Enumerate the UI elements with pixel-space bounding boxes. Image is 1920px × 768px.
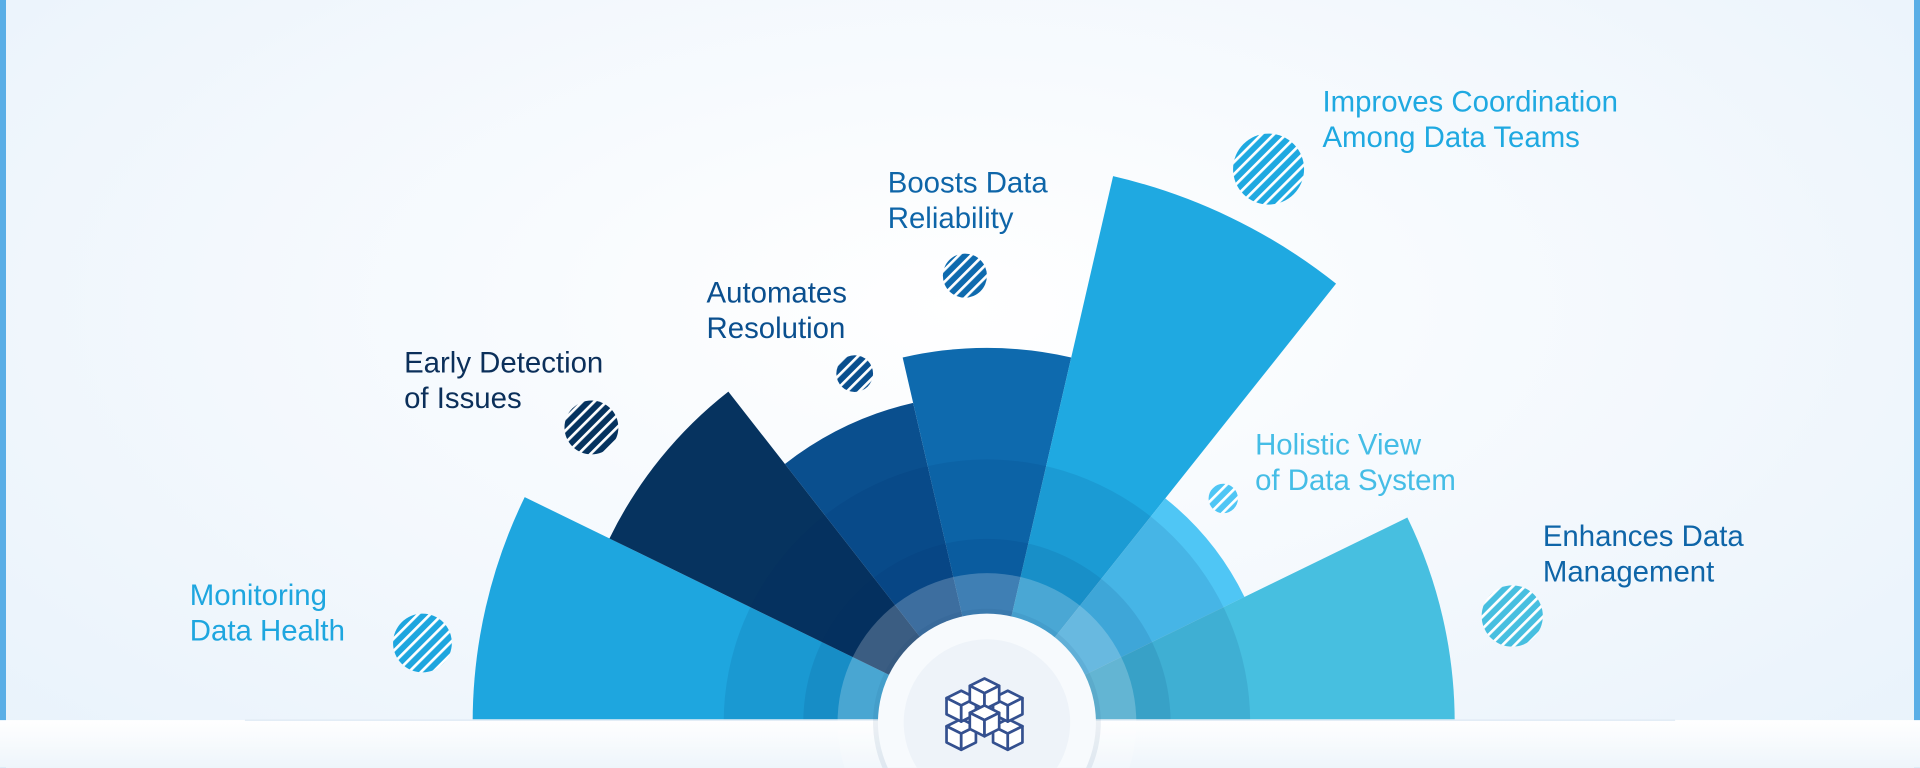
- wedge-monitoring: [472, 497, 987, 723]
- label-line: of Data System: [1255, 464, 1456, 497]
- wedge-early-detection: [609, 391, 987, 723]
- striped-bullet-icon: [836, 355, 874, 392]
- striped-bullet-icon: [564, 400, 619, 455]
- center-hub: [837, 573, 1137, 768]
- label-line: Boosts Data: [888, 166, 1049, 199]
- striped-bullet-icon: [1233, 133, 1305, 205]
- label-line: Early Detection: [404, 346, 603, 379]
- label-line: Enhances Data: [1543, 520, 1745, 553]
- striped-bullet-icon: [1481, 585, 1543, 647]
- label-line: Among Data Teams: [1322, 121, 1579, 154]
- label-line: Resolution: [707, 312, 846, 345]
- wedge-enhances: [986, 517, 1455, 723]
- wedge-improves: [986, 176, 1337, 723]
- label-line: of Issues: [404, 382, 522, 415]
- label-line: Data Health: [190, 615, 345, 648]
- label-line: Management: [1543, 556, 1714, 589]
- striped-bullet-icon: [942, 253, 987, 298]
- wedge-boosts: [902, 347, 1072, 723]
- wedge-group: [472, 176, 1455, 723]
- striped-bullet-icon: [393, 613, 452, 673]
- label-line: Improves Coordination: [1322, 86, 1618, 119]
- bullet-group: [393, 133, 1543, 673]
- striped-bullet-icon: [1208, 483, 1238, 514]
- label-line: Monitoring: [190, 579, 327, 612]
- label-line: Reliability: [888, 202, 1014, 235]
- cubes-icon: [945, 677, 1024, 752]
- label-line: Automates: [707, 277, 847, 310]
- inner-band: [723, 459, 1251, 723]
- label-line: Holistic View: [1255, 428, 1422, 461]
